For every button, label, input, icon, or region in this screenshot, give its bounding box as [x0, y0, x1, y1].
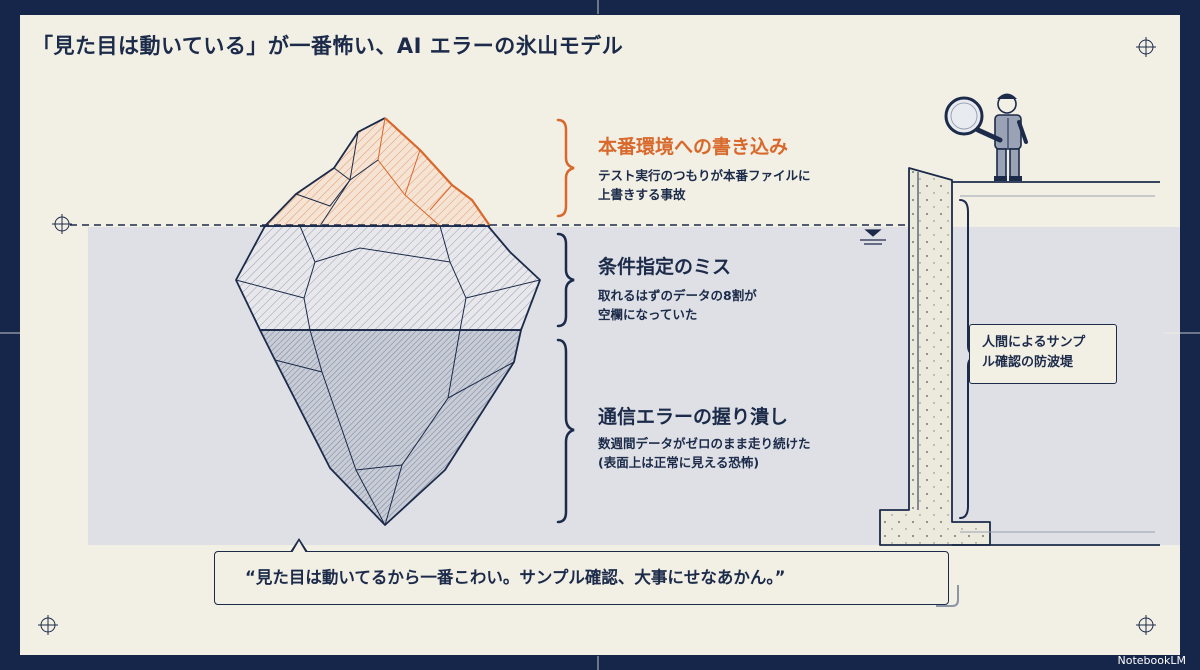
magnifying-glass-icon	[944, 96, 1003, 143]
bracket-top	[556, 118, 575, 218]
iceberg-middle-part	[235, 225, 541, 331]
seawall-label-line: 人間によるサンプ	[982, 335, 1086, 350]
quote-tail-fill	[292, 541, 306, 553]
iceberg-tip	[264, 117, 491, 227]
seawall-label: 人間によるサンプ ル確認の防波堤	[969, 324, 1117, 384]
level-2-description: 取れるはずのデータの8割が 空欄になっていた	[598, 286, 757, 324]
level-3-desc-line: (表面上は正常に見える恐怖)	[598, 455, 760, 470]
bracket-middle	[556, 232, 575, 328]
level-2-title: 条件指定のミス	[598, 256, 732, 278]
seawall-label-line: ル確認の防波堤	[982, 355, 1074, 370]
level-1-desc-line: テスト実行のつもりが本番ファイルに	[598, 168, 811, 183]
quote-accent	[936, 585, 959, 607]
brand-watermark: NotebookLM	[1117, 654, 1186, 667]
page-title: 「見た目は動いている」が一番怖い、AI エラーの氷山モデル	[32, 34, 624, 58]
level-3-description: 数週間データがゼロのまま走り続けた (表面上は正常に見える恐怖)	[598, 434, 811, 472]
bracket-bottom	[556, 338, 575, 524]
crosshair-icon	[38, 615, 58, 635]
level-3-title: 通信エラーの握り潰し	[598, 406, 789, 428]
quote-text: “見た目は動いてるから一番こわい。サンプル確認、大事にせなあかん。”	[245, 568, 786, 587]
crosshair-icon	[1136, 37, 1156, 57]
iceberg-deep-part	[259, 329, 522, 526]
level-3-desc-line: 数週間データがゼロのまま走り続けた	[598, 436, 811, 451]
level-2-desc-line: 取れるはずのデータの8割が	[598, 288, 757, 303]
level-2-desc-line: 空欄になっていた	[598, 307, 698, 322]
level-1-desc-line: 上書きする事故	[598, 187, 686, 202]
level-1-title: 本番環境への書き込み	[598, 136, 789, 158]
seawall	[879, 167, 1160, 546]
level-1-description: テスト実行のつもりが本番ファイルに 上書きする事故	[598, 166, 811, 204]
quote-bubble: “見た目は動いてるから一番こわい。サンプル確認、大事にせなあかん。”	[214, 551, 949, 605]
water-level-icon	[860, 229, 886, 245]
crosshair-icon	[1136, 615, 1156, 635]
crosshair-icon	[52, 214, 72, 234]
